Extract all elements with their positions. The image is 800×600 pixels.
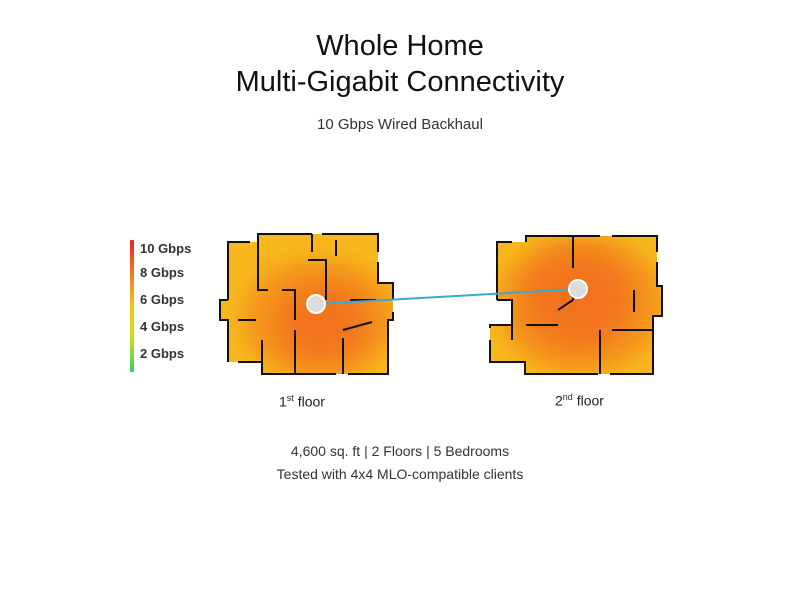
page-title: Whole Home Multi-Gigabit Connectivity (0, 28, 800, 100)
subtitle: 10 Gbps Wired Backhaul (317, 116, 483, 133)
first-floor-walls (219, 233, 394, 375)
legend-label-8gbps: 8 Gbps (140, 265, 185, 280)
wired-backhaul-link (315, 288, 579, 305)
first-floor-number: 1 (279, 393, 287, 410)
first-floor-suffix: st (286, 393, 294, 403)
title-line-1: Whole Home (316, 30, 484, 62)
second-floor-heat (490, 236, 662, 374)
test-conditions-text: Tested with 4x4 MLO-compatible clients (276, 466, 524, 482)
legend-label-4gbps: 4 Gbps (140, 319, 185, 334)
speed-legend-gradient-bar (130, 240, 134, 372)
title-line-2: Multi-Gigabit Connectivity (235, 66, 565, 98)
second-floor-walls (489, 235, 663, 375)
legend-label-2gbps: 2 Gbps (140, 346, 185, 361)
first-floor-word: floor (297, 393, 325, 410)
first-floor-label: 1st floor (279, 393, 325, 410)
second-floor-label: 2nd floor (555, 392, 604, 409)
second-floor-router-node (568, 279, 588, 299)
first-floor-router-node (306, 294, 326, 314)
first-floor-heat (220, 234, 393, 374)
legend-label-10gbps: 10 Gbps (140, 241, 192, 256)
second-floor-suffix: nd (562, 392, 573, 402)
legend-label-6gbps: 6 Gbps (140, 292, 185, 307)
second-floor-number: 2 (555, 392, 563, 409)
second-floor-word: floor (576, 392, 604, 409)
home-specs-text: 4,600 sq. ft | 2 Floors | 5 Bedrooms (290, 443, 510, 459)
